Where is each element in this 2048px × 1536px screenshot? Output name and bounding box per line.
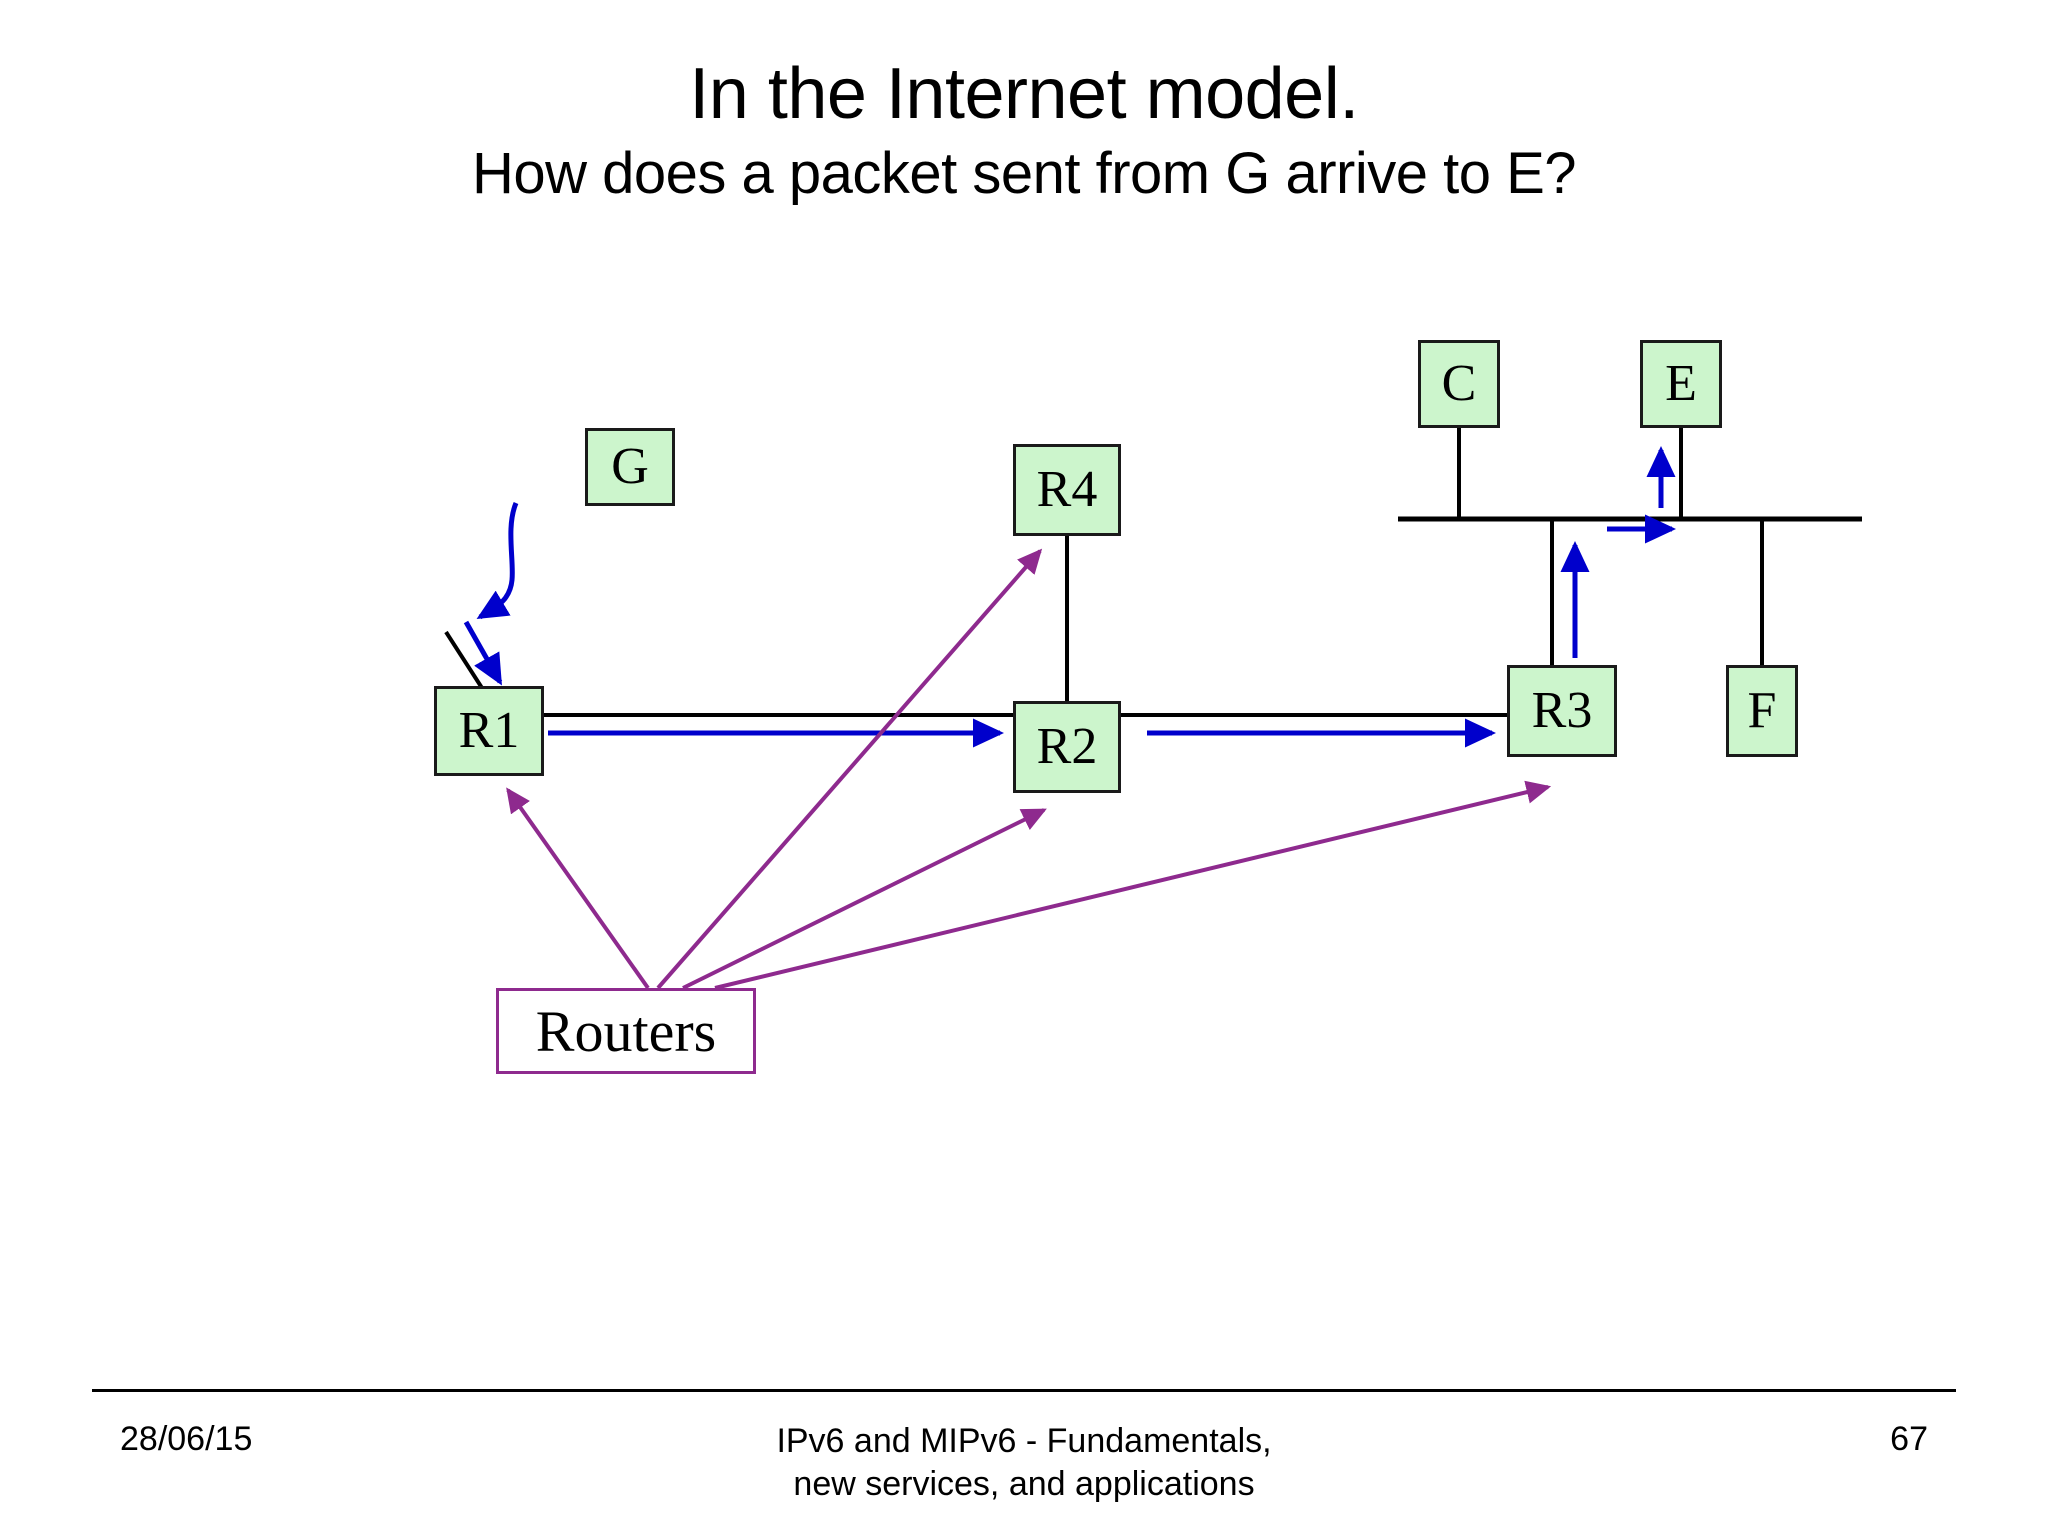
footer-date: 28/06/15 — [120, 1420, 253, 1458]
footer-title-line1: IPv6 and MIPv6 - Fundamentals, — [776, 1422, 1272, 1460]
node-r4[interactable]: R4 — [1013, 444, 1121, 536]
page-title: In the Internet model. — [689, 54, 1359, 134]
page-subtitle: How does a packet sent from G arrive to … — [471, 141, 1577, 206]
node-e[interactable]: E — [1640, 340, 1722, 428]
pointer-routers-r3 — [714, 780, 1552, 990]
node-c[interactable]: C — [1418, 340, 1500, 428]
node-c-label: C — [1441, 355, 1477, 412]
node-e-label: E — [1665, 355, 1697, 412]
node-r3-label: R3 — [1531, 682, 1593, 739]
footer-title: IPv6 and MIPv6 - Fundamentals, new servi… — [0, 1420, 2048, 1505]
node-g[interactable]: G — [585, 428, 675, 506]
black-link-group — [444, 426, 1862, 717]
pointer-routers-r2 — [682, 808, 1047, 990]
node-r4-label: R4 — [1036, 461, 1098, 518]
node-r2[interactable]: R2 — [1013, 701, 1121, 793]
node-g-label: G — [611, 438, 649, 495]
node-f-label: F — [1747, 682, 1777, 739]
blue-flow-group — [463, 446, 1676, 748]
pointer-routers-r1 — [506, 787, 650, 990]
flow-into-r1 — [463, 620, 503, 686]
routers-legend-label: Routers — [535, 998, 717, 1064]
footer-title-line2: new services, and applications — [793, 1464, 1255, 1503]
flow-g-callout — [476, 502, 519, 620]
routers-legend-box[interactable]: Routers — [496, 988, 756, 1074]
node-r3[interactable]: R3 — [1507, 665, 1617, 757]
footer-page-number: 67 — [1890, 1420, 1928, 1458]
node-r1[interactable]: R1 — [434, 686, 544, 776]
pointer-routers-r4 — [656, 548, 1043, 990]
routers-pointer-group — [506, 548, 1552, 990]
footer-divider — [92, 1389, 1956, 1392]
node-f[interactable]: F — [1726, 665, 1798, 757]
node-r1-label: R1 — [458, 702, 520, 759]
node-r2-label: R2 — [1036, 718, 1098, 775]
